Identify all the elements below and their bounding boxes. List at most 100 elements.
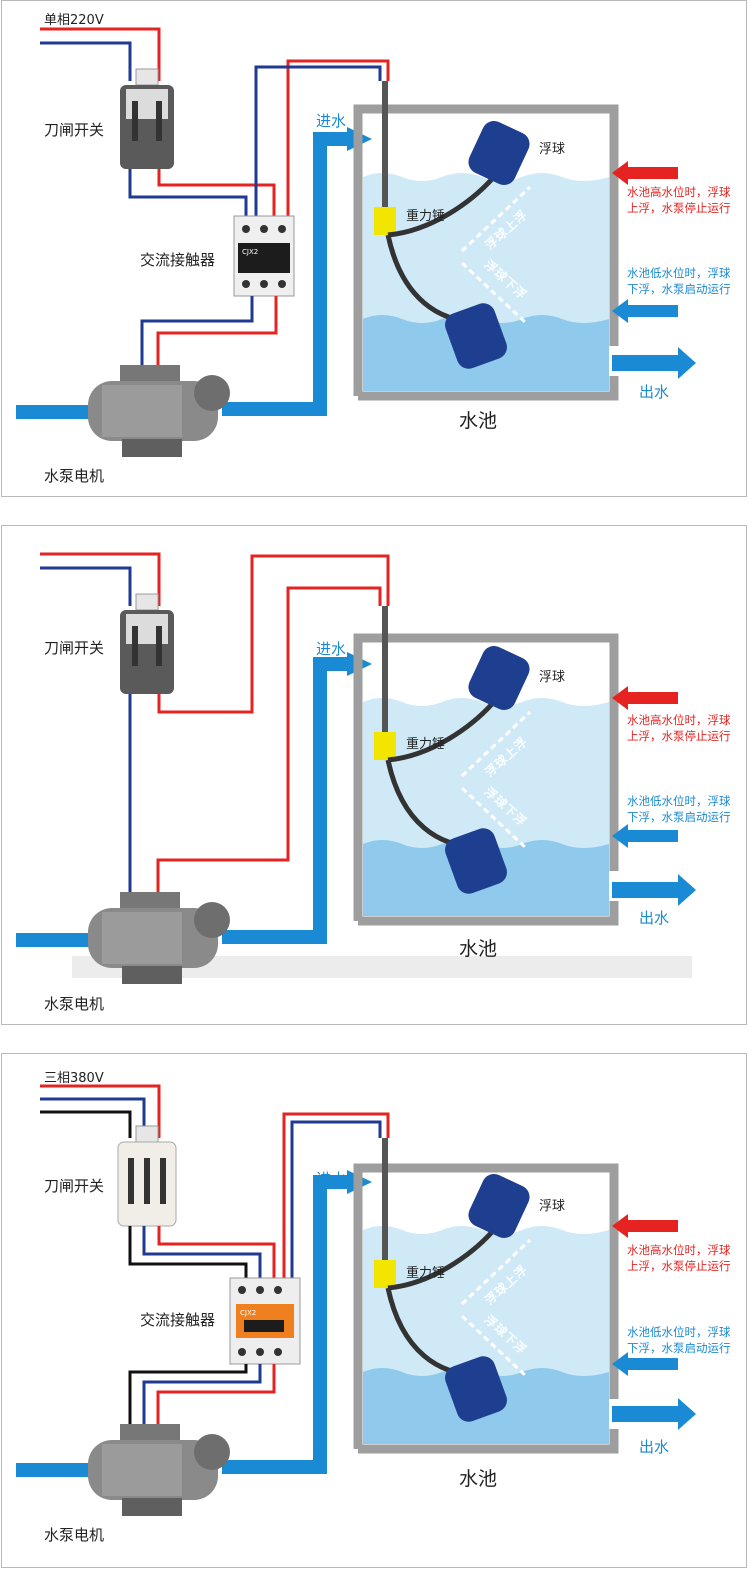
pool-label: 水池 [459,938,498,960]
float-down-arrow [460,1314,528,1378]
float-ball-lower-icon [445,303,507,369]
float-ball-lower-icon [445,1356,507,1422]
float-ball-upper-icon [468,646,530,710]
contactor-red-to-motor [156,296,278,373]
pump-motor-icon [88,892,230,984]
float-cable-rod [382,606,388,736]
knife-switch-label: 刀闸开关 [44,639,105,657]
supply-neutral-wire [40,41,132,81]
float-ball-lower-icon [445,828,507,894]
supply-live-wire [40,27,161,81]
float-ball-label: 浮球 [539,670,566,685]
high-level-note: 水池高水位时，浮球上浮，水泵停止运行 [627,1243,731,1273]
pump-motor-label: 水泵电机 [44,467,105,485]
float-up-arrow [460,710,532,778]
pump-motor-icon [88,1424,230,1516]
low-level-note: 水池低水位时，浮球下浮，水泵启动运行 [627,266,731,296]
low-level-note: 水池低水位时，浮球下浮，水泵启动运行 [627,1325,731,1355]
outlet-label: 出水 [639,1438,670,1456]
discharge-pipe [222,132,347,416]
float-wire-blue [290,1120,382,1278]
outlet-arrow-icon [612,874,696,906]
high-level-arrow-icon [612,161,678,185]
float-ball-label: 浮球 [539,1199,566,1214]
panel-2-diagram [16,552,696,984]
supply-neutral-wire [40,566,132,606]
low-level-arrow-icon [612,824,678,848]
low-level-note: 水池低水位时，浮球下浮，水泵启动运行 [627,794,731,824]
float-cable-rod [382,81,388,211]
knife-switch-icon [120,68,174,169]
switch-live-to-float [157,554,390,714]
pump-motor-label: 水泵电机 [44,1526,105,1544]
switch-neutral-to-contactor [128,169,248,216]
inlet-label: 进水 [316,112,347,130]
supply-neutral-wire [40,1097,146,1138]
supply-label: 三相380V [44,1071,104,1086]
float-up-arrow [460,185,532,253]
floor-shadow [72,956,692,978]
high-level-note: 水池高水位时，浮球上浮，水泵停止运行 [627,713,731,743]
pump-motor-label: 水泵电机 [44,995,105,1013]
panel-three-phase-contactor: CJX2 [1,1053,747,1568]
ac-contactor-icon: CJX2 [233,215,295,297]
high-level-arrow-icon [612,686,678,710]
contactor-model-label: CJX2 [240,1309,256,1317]
float-wire-red [286,59,390,216]
float-wire-blue [254,65,382,216]
float-to-motor-red [156,586,382,898]
gravity-weight-icon [374,732,396,760]
float-up-arrow [460,1238,532,1306]
supply-live-wire [40,552,161,606]
float-down-arrow [460,786,528,850]
contactor-ground-to-motor [128,1364,248,1434]
gravity-weight-label: 重力锤 [406,209,446,224]
gravity-weight-icon [374,1260,396,1288]
contactor-blue-to-motor [140,296,254,373]
switch-ground-to-contactor [128,1226,248,1278]
pool-label: 水池 [459,410,498,432]
float-ball-upper-icon [468,121,530,185]
contactor-label: 交流接触器 [140,251,216,269]
contactor-neutral-to-motor [142,1364,262,1434]
inlet-label: 进水 [316,640,347,658]
outlet-arrow-icon [612,1398,696,1430]
panel-direct-connection: 刀闸开关 水泵电机 进水 出水 水池 浮球 重力锤 浮球上浮 浮球下浮 水池高水… [1,525,747,1025]
discharge-pipe [222,1175,347,1474]
supply-live-wire [40,1084,161,1138]
knife-switch-label: 刀闸开关 [44,1177,105,1195]
knife-switch-icon [117,1125,177,1227]
discharge-pipe [222,657,347,944]
outlet-label: 出水 [639,909,670,927]
inlet-label: 进水 [316,1170,347,1188]
float-cable-upper [387,177,494,238]
knife-switch-label: 刀闸开关 [44,121,105,139]
gravity-weight-label: 重力锤 [406,1266,446,1281]
supply-label: 单相220V [44,13,104,28]
switch-live-to-contactor [157,1226,276,1278]
switch-neutral-to-contactor [142,1226,262,1278]
float-down-arrow [460,261,528,325]
panel-3-diagram: CJX2 [16,1084,696,1516]
outlet-label: 出水 [639,383,670,401]
float-ball-upper-icon [468,1174,530,1238]
pump-motor-icon [88,365,230,457]
knife-switch-icon [120,593,174,694]
pool-label: 水池 [459,1468,498,1490]
gravity-weight-label: 重力锤 [406,737,446,752]
contactor-live-to-motor [156,1364,276,1434]
low-level-arrow-icon [612,1352,678,1376]
float-wire-red [282,1112,390,1278]
supply-ground-wire [40,1110,132,1138]
panel-single-phase-contactor: CJX2 [1,0,747,497]
low-level-arrow-icon [612,299,678,323]
float-cable-upper [387,1230,494,1291]
panel-1-diagram: CJX2 [16,27,696,457]
contactor-label: 交流接触器 [140,1311,216,1329]
ac-contactor-icon: CJX2 [229,1277,301,1365]
contactor-model-label: CJX2 [242,248,258,256]
outlet-arrow-icon [612,347,696,379]
float-ball-label: 浮球 [539,142,566,157]
high-level-note: 水池高水位时，浮球上浮，水泵停止运行 [627,185,731,215]
switch-live-to-contactor [157,169,276,216]
